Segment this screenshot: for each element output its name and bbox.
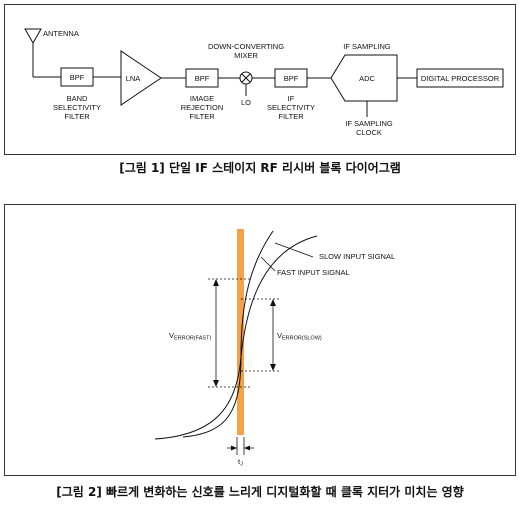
v-error-fast-label: VERROR(FAST) [169,331,211,342]
figure-2-caption: [그림 2] 빠르게 변화하는 신호를 느리게 디지털화할 때 클록 지터가 미… [56,485,464,499]
jitter-diagram-panel: SLOW INPUT SIGNAL FAST INPUT SIGNAL VERR… [4,204,516,476]
block-diagram: ANTENNA BPF BAND SELECTIVITY FILTER LNA … [24,28,504,137]
slow-signal-label: SLOW INPUT SIGNAL [319,252,395,261]
if-sampling-label: IF SAMPLING [343,42,391,51]
bpf-if-label: BPF [284,74,299,83]
if-clock-caption-1: IF SAMPLING [345,119,393,128]
mixer-caption-2: MIXER [234,51,258,60]
digital-processor-label: DIGITAL PROCESSOR [421,74,500,83]
lna-label: LNA [126,74,141,83]
if-clock-caption-2: CLOCK [356,128,382,137]
fast-signal-curve [182,230,274,438]
antenna-icon [24,28,61,78]
clock-jitter-band [237,229,244,435]
lna-amplifier [120,50,162,106]
bpf-band-caption-1: BAND [67,94,88,103]
bpf-band-label: BPF [70,73,85,82]
bpf-if-caption-2: SELECTIVITY [267,103,315,112]
bpf-image-caption-1: IMAGE [190,94,214,103]
jitter-diagram: SLOW INPUT SIGNAL FAST INPUT SIGNAL VERR… [154,229,395,468]
lo-label: LO [241,98,251,107]
bpf-band-caption-3: FILTER [64,112,90,121]
block-diagram-panel: ANTENNA BPF BAND SELECTIVITY FILTER LNA … [4,4,516,155]
mixer-icon [239,71,253,96]
antenna-label: ANTENNA [43,29,79,38]
bpf-if-caption-1: IF [288,94,295,103]
v-error-slow-label: VERROR(SLOW) [277,331,322,342]
bpf-image-caption-3: FILTER [189,112,215,121]
adc-label: ADC [359,74,375,83]
tj-label: tJ [238,457,243,468]
bpf-band-caption-2: SELECTIVITY [53,103,101,112]
bpf-if-caption-3: FILTER [278,112,304,121]
figure-1-caption: [그림 1] 단일 IF 스테이지 RF 리시버 블록 다이어그램 [119,161,401,175]
fast-signal-label: FAST INPUT SIGNAL [277,268,350,277]
digital-processor-block [416,68,504,88]
bpf-image-label: BPF [195,74,210,83]
bpf-image-caption-2: REJECTION [181,103,224,112]
slow-signal-curve [154,235,318,440]
mixer-caption-1: DOWN-CONVERTING [208,42,284,51]
